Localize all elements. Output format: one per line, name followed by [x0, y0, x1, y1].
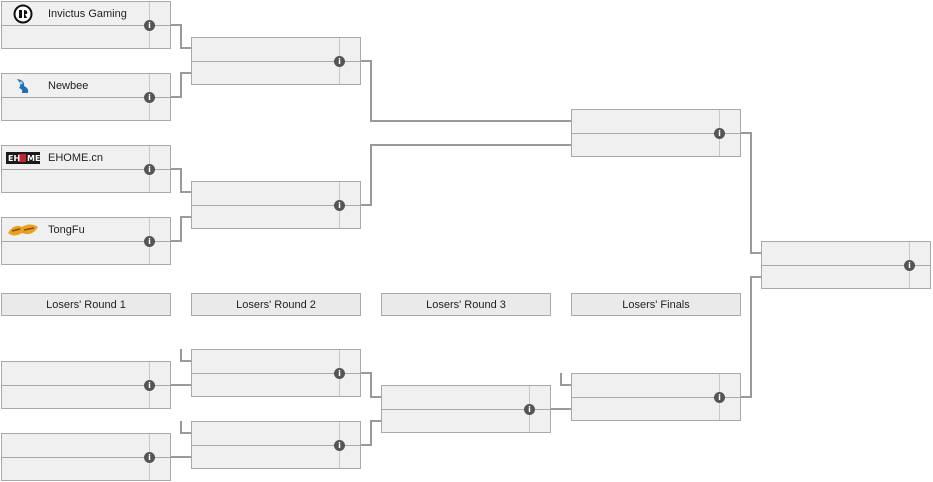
team-slot-top[interactable]: [572, 110, 719, 133]
connector-line: [170, 216, 191, 242]
match-divider: [2, 457, 170, 458]
match-losers-r1-m2: i: [1, 433, 171, 481]
team-slot-bottom[interactable]: [2, 242, 149, 265]
team-slot-bottom[interactable]: [192, 62, 339, 85]
match-info-icon[interactable]: i: [144, 164, 155, 175]
team-slot-top[interactable]: [2, 362, 149, 385]
match-losers-r3: i: [381, 385, 551, 433]
connector-line: [740, 132, 761, 254]
match-info-icon[interactable]: i: [144, 236, 155, 247]
match-losers-r2-m2: i: [191, 421, 361, 469]
round-label-losers-finals: Losers' Finals: [571, 293, 741, 316]
match-info-icon[interactable]: i: [144, 20, 155, 31]
match-divider: [2, 385, 170, 386]
team-slot-top[interactable]: [762, 242, 909, 265]
team-name: Invictus Gaming: [48, 7, 127, 20]
match-losers-final: i: [571, 373, 741, 421]
match-winners-r2-m1: i: [191, 37, 361, 85]
connector-line: [170, 24, 191, 49]
round-label-losers-r2: Losers' Round 2: [191, 293, 361, 316]
team-slot-bottom[interactable]: [572, 398, 719, 421]
team-slot-bottom[interactable]: [192, 206, 339, 229]
match-losers-r2-m1: i: [191, 349, 361, 397]
round-label-losers-r1: Losers' Round 1: [1, 293, 171, 316]
tongfu-logo-icon: [6, 220, 40, 240]
team-slot-top[interactable]: Invictus Gaming: [2, 2, 149, 25]
connector-line: [360, 144, 571, 206]
connector-line: [560, 373, 571, 386]
connector-line: [170, 72, 191, 98]
match-info-icon[interactable]: i: [334, 200, 345, 211]
match-info-icon[interactable]: i: [144, 380, 155, 391]
svg-text:EH: EH: [8, 154, 20, 163]
svg-text:ME: ME: [27, 154, 40, 163]
team-slot-top[interactable]: [192, 182, 339, 205]
match-divider: [2, 169, 170, 170]
newbee-logo-icon: [6, 76, 40, 96]
match-winners-r1-m1: Invictus Gaming i: [1, 1, 171, 49]
match-losers-r1-m1: i: [1, 361, 171, 409]
team-slot-bottom[interactable]: [2, 386, 149, 409]
team-slot-bottom[interactable]: [2, 98, 149, 121]
match-info-icon[interactable]: i: [714, 392, 725, 403]
match-divider: [572, 133, 740, 134]
team-slot-bottom[interactable]: [572, 134, 719, 157]
ehome-logo-icon: EH ME: [6, 148, 40, 168]
match-divider: [192, 445, 360, 446]
invictus-gaming-logo-icon: [6, 4, 40, 24]
team-slot-top[interactable]: [572, 374, 719, 397]
match-divider: [2, 25, 170, 26]
match-divider: [2, 241, 170, 242]
connector-line: [180, 349, 191, 362]
team-slot-bottom[interactable]: [192, 374, 339, 397]
round-label-losers-r3: Losers' Round 3: [381, 293, 551, 316]
team-slot-bottom[interactable]: [2, 26, 149, 49]
team-slot-bottom[interactable]: [762, 266, 909, 289]
match-info-icon[interactable]: i: [904, 260, 915, 271]
match-divider: [192, 373, 360, 374]
match-divider: [572, 397, 740, 398]
team-slot-top[interactable]: [382, 386, 529, 409]
team-name: Newbee: [48, 79, 89, 92]
match-divider: [762, 265, 930, 266]
match-winners-final: i: [571, 109, 741, 157]
connector-line: [170, 168, 191, 193]
match-winners-r2-m2: i: [191, 181, 361, 229]
match-winners-r1-m3: EH ME EHOME.cn i: [1, 145, 171, 193]
connector-line: [360, 372, 381, 398]
match-divider: [382, 409, 550, 410]
match-winners-r1-m4: TongFu i: [1, 217, 171, 265]
match-divider: [2, 97, 170, 98]
team-slot-bottom[interactable]: [382, 410, 529, 433]
team-slot-top[interactable]: TongFu: [2, 218, 149, 241]
team-name: TongFu: [48, 223, 85, 236]
team-slot-top[interactable]: [192, 38, 339, 61]
match-grand-final: i: [761, 241, 931, 289]
match-info-icon[interactable]: i: [334, 440, 345, 451]
match-divider: [192, 205, 360, 206]
match-winners-r1-m2: Newbee i: [1, 73, 171, 121]
team-slot-top[interactable]: EH ME EHOME.cn: [2, 146, 149, 169]
match-info-icon[interactable]: i: [334, 56, 345, 67]
connector-line: [360, 60, 571, 122]
team-name: EHOME.cn: [48, 151, 104, 164]
team-slot-bottom[interactable]: [2, 170, 149, 193]
team-slot-bottom[interactable]: [2, 458, 149, 481]
team-slot-top[interactable]: [2, 434, 149, 457]
connector-line: [360, 420, 381, 446]
connector-line: [740, 276, 761, 398]
match-info-icon[interactable]: i: [714, 128, 725, 139]
team-slot-top[interactable]: [192, 422, 339, 445]
team-slot-top[interactable]: Newbee: [2, 74, 149, 97]
match-info-icon[interactable]: i: [334, 368, 345, 379]
match-info-icon[interactable]: i: [524, 404, 535, 415]
team-slot-top[interactable]: [192, 350, 339, 373]
match-divider: [192, 61, 360, 62]
connector-line: [180, 421, 191, 434]
match-info-icon[interactable]: i: [144, 92, 155, 103]
team-slot-bottom[interactable]: [192, 446, 339, 469]
match-info-icon[interactable]: i: [144, 452, 155, 463]
